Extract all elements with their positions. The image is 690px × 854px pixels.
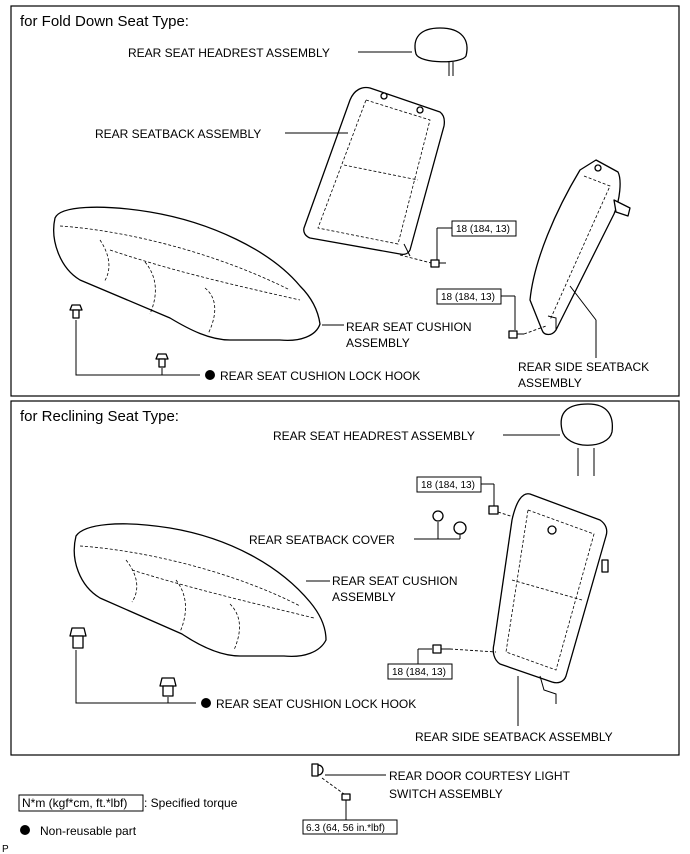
seatback-part <box>492 493 609 704</box>
bolt-part <box>488 505 499 515</box>
headrest-part <box>414 27 468 76</box>
side-seatback-label-line2: ASSEMBLY <box>518 376 582 390</box>
torque-value: 6.3 (64, 56 in.*lbf) <box>306 823 385 834</box>
courtesy-label-line1: REAR DOOR COURTESY LIGHT <box>389 769 571 783</box>
seatback-label: REAR SEATBACK ASSEMBLY <box>95 127 261 141</box>
torque-unit: N*m (kgf*cm, ft.*lbf) <box>22 796 127 810</box>
lock-hook-label: REAR SEAT CUSHION LOCK HOOK <box>220 369 420 383</box>
footer: N*m (kgf*cm, ft.*lbf) : Specified torque… <box>2 763 571 854</box>
headrest-label: REAR SEAT HEADREST ASSEMBLY <box>128 46 330 60</box>
lock-hook-label: REAR SEAT CUSHION LOCK HOOK <box>216 697 416 711</box>
panel-title: for Fold Down Seat Type: <box>20 13 189 30</box>
seatback-cover-part <box>432 510 467 535</box>
seatback-part <box>303 86 446 257</box>
torque-desc: : Specified torque <box>144 796 238 810</box>
torque-value: 18 (184, 13) <box>421 480 475 491</box>
lock-hook-part <box>69 627 177 697</box>
non-reusable-label: Non-reusable part <box>40 824 137 838</box>
non-reusable-mark <box>205 370 215 380</box>
side-seatback-label-line1: REAR SIDE SEATBACK <box>518 360 649 374</box>
panel-reclining: for Reclining Seat Type: REAR SEAT HEADR… <box>10 400 680 756</box>
cushion-label-line2: ASSEMBLY <box>346 336 410 350</box>
side-seatback-label: REAR SIDE SEATBACK ASSEMBLY <box>415 730 613 744</box>
panel-frame <box>10 400 680 756</box>
non-reusable-mark <box>201 698 211 708</box>
side-seatback-part <box>529 159 631 336</box>
torque-value: 18 (184, 13) <box>392 667 446 678</box>
torque-box <box>387 663 453 680</box>
torque-unit-box <box>18 794 144 812</box>
non-reusable-legend-mark <box>20 825 30 835</box>
cushion-label-line1: REAR SEAT CUSHION <box>332 574 458 588</box>
lock-hook-part <box>69 304 169 368</box>
panel-title: for Reclining Seat Type: <box>20 408 179 425</box>
cushion-label-line2: ASSEMBLY <box>332 590 396 604</box>
seatback-cover-label: REAR SEATBACK COVER <box>249 533 395 547</box>
bolt-part <box>432 644 450 654</box>
cushion-label-line1: REAR SEAT CUSHION <box>346 320 472 334</box>
torque-box <box>302 819 398 835</box>
cushion-part <box>73 523 327 658</box>
torque-value: 18 (184, 13) <box>456 224 510 235</box>
courtesy-label-line2: SWITCH ASSEMBLY <box>389 787 503 801</box>
corner-mark: P <box>2 844 9 854</box>
screw-part <box>341 793 351 808</box>
panel-fold-down: for Fold Down Seat Type: REAR SEAT HEADR… <box>10 5 680 397</box>
headrest-part <box>560 403 614 476</box>
courtesy-switch-part <box>311 763 324 777</box>
cushion-part <box>53 206 321 342</box>
bolt-part <box>430 259 446 268</box>
headrest-label: REAR SEAT HEADREST ASSEMBLY <box>273 429 475 443</box>
torque-value: 18 (184, 13) <box>441 292 495 303</box>
bolt-part <box>508 330 524 339</box>
panel-frame <box>10 5 680 397</box>
